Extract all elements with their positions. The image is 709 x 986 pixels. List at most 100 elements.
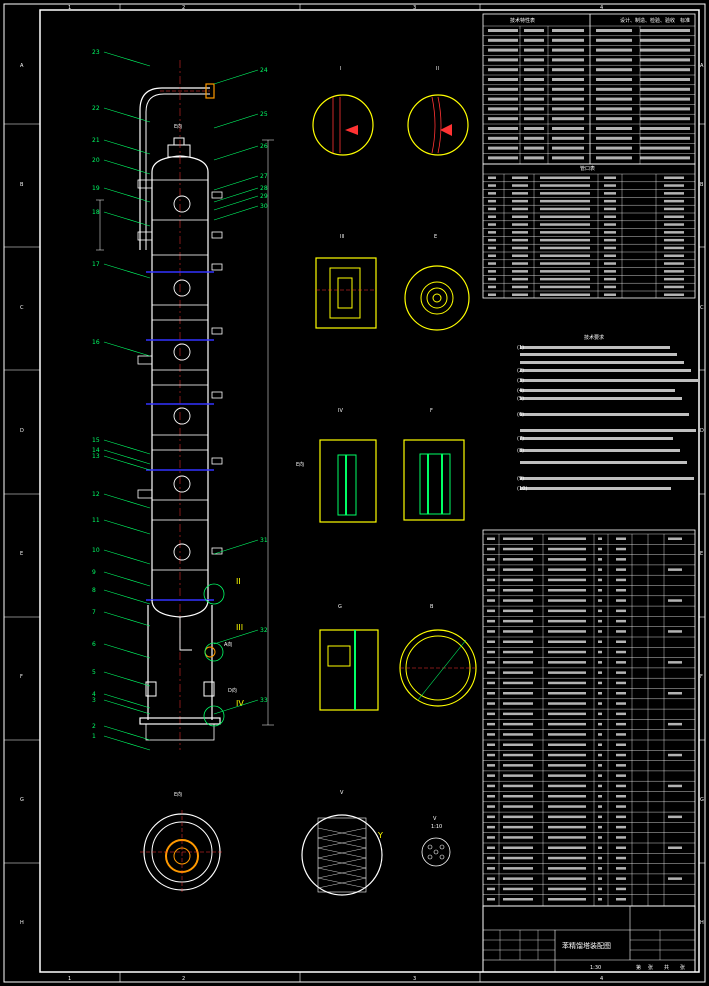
detail-i-circle <box>312 94 374 156</box>
note-line <box>520 346 670 349</box>
part-number-18: 18 <box>92 209 100 216</box>
part-number-2: 2 <box>92 723 96 730</box>
leader-line <box>103 671 151 687</box>
part-number-26: 26 <box>260 143 268 150</box>
row-label-right-G: G <box>700 797 704 803</box>
leader-line <box>213 113 259 129</box>
row-label-left-D: D <box>20 428 24 434</box>
spec-table-header-std: 标准 <box>680 17 690 24</box>
note-line <box>520 487 671 490</box>
row-label-left-E: E <box>20 551 23 557</box>
detail-ii-title: II <box>436 66 439 72</box>
part-number-12: 12 <box>92 491 100 498</box>
note-label: (1) <box>517 345 524 351</box>
leader-line <box>103 735 151 751</box>
detail-callout-iv <box>203 705 225 727</box>
sheet-prefix: 第 <box>636 964 641 971</box>
leader-line <box>103 571 151 587</box>
leader-line <box>103 439 151 455</box>
note-label: (9) <box>517 476 524 482</box>
leader-line <box>103 139 151 155</box>
part-number-20: 20 <box>92 157 100 164</box>
note-label: (7) <box>517 436 524 442</box>
leader-line <box>103 51 151 67</box>
nozzle-table-title: 管口表 <box>580 165 595 172</box>
col-label-bot-1: 1 <box>68 976 71 982</box>
e-direction-label: E向 <box>174 123 182 130</box>
leader-line <box>103 187 151 203</box>
note-line <box>520 379 698 382</box>
outer-frame <box>3 3 706 983</box>
leader-line <box>103 725 151 741</box>
col-label-top-2: 2 <box>182 5 185 11</box>
part-number-28: 28 <box>260 185 268 192</box>
note-label: (2) <box>517 368 524 374</box>
part-number-6: 6 <box>92 641 96 648</box>
row-label-right-H: H <box>700 920 704 926</box>
note-label: (10) <box>517 486 527 492</box>
detail-callout-ii <box>203 583 225 605</box>
leader-line <box>103 449 151 465</box>
notes-title: 技术要求 <box>584 334 604 341</box>
part-number-16: 16 <box>92 339 100 346</box>
detail-ii-circle <box>407 94 469 156</box>
part-number-32: 32 <box>260 627 268 634</box>
note-line <box>520 477 694 480</box>
leader-line <box>213 175 259 191</box>
leader-line <box>103 107 151 123</box>
part-number-22: 22 <box>92 105 100 112</box>
detail-iii-title: III <box>340 234 344 240</box>
leader-line <box>213 699 259 715</box>
note-line <box>520 449 680 452</box>
note-line <box>520 461 687 464</box>
leader-line <box>103 455 151 471</box>
part-number-10: 10 <box>92 547 100 554</box>
detail-iv-section <box>319 439 377 523</box>
col-label-top-1: 1 <box>68 5 71 11</box>
section-blocks <box>151 179 209 571</box>
leader-line <box>103 643 151 659</box>
row-label-right-F: F <box>700 674 703 680</box>
leader-line <box>213 187 259 203</box>
detail-i-title: I <box>340 66 341 72</box>
parts-table <box>482 529 696 907</box>
leader-line <box>103 611 151 627</box>
leader-line <box>103 263 151 279</box>
technical-notes: (1)(2)(3)(4)(5)(6)(7)(8)(9)(10) <box>517 345 698 492</box>
side-nozzles <box>137 179 223 555</box>
part-number-21: 21 <box>92 137 100 144</box>
leader-line <box>103 589 151 605</box>
tower-main-view <box>96 60 274 750</box>
col-label-top-3: 3 <box>413 5 416 11</box>
part-number-7: 7 <box>92 609 96 616</box>
part-number-24: 24 <box>260 67 268 74</box>
leader-line <box>213 539 259 555</box>
row-markers <box>4 123 705 864</box>
col-label-top-4: 4 <box>600 5 603 11</box>
note-line <box>520 361 684 364</box>
leader-line <box>103 341 151 357</box>
leader-line <box>213 69 259 85</box>
part-number-5: 5 <box>92 669 96 676</box>
note-line <box>520 437 673 440</box>
top-vapor-pipe <box>139 87 210 250</box>
leader-line <box>103 211 151 227</box>
note-line <box>520 389 675 392</box>
outlet-pipe <box>179 617 192 651</box>
col-label-bot-3: 3 <box>413 976 416 982</box>
detail-iv-title: IV <box>338 408 343 414</box>
drawing-title: 苯精馏塔装配图 <box>562 941 611 950</box>
detail-iv-right <box>403 439 465 521</box>
detail-v-circle <box>421 837 451 867</box>
detail-iii-view-title: E <box>434 234 437 240</box>
y-label: Y <box>377 831 383 840</box>
row-label-left-A: A <box>20 63 24 69</box>
part-number-3: 3 <box>92 697 96 704</box>
row-label-right-A: A <box>700 63 704 69</box>
detail-callout-iii <box>204 642 224 662</box>
nozzle-table <box>482 163 696 299</box>
note-line <box>520 413 689 416</box>
